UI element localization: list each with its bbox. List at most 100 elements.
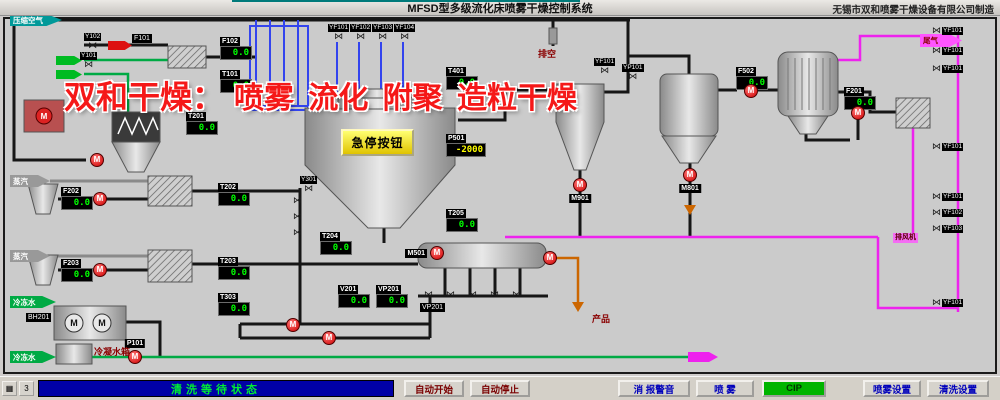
instrument-tag: VP201 (376, 285, 402, 294)
valve-icon[interactable]: ⋈ (446, 290, 455, 299)
instrument-tag: T303 (218, 293, 238, 302)
motor-icon[interactable]: M (286, 318, 300, 332)
motor-icon[interactable]: M (90, 153, 104, 167)
page-counter-button[interactable]: 3 (19, 381, 34, 396)
air-filter-1 (27, 183, 59, 215)
valve-yf103[interactable]: ⋈YF103 (932, 223, 964, 233)
valve-glyph-icon: ⋈ (446, 289, 455, 299)
spray-button[interactable]: 喷 雾 (696, 380, 754, 397)
valve-icon[interactable]: ⋈ (293, 212, 302, 221)
title-bar: MFSD型多级流化床喷雾干燥控制系统 无锡市双和喷雾干燥设备有限公司制造 (0, 0, 1000, 16)
chiller-motor-icons: M M (64, 313, 112, 333)
valve-glyph-icon: ⋈ (293, 211, 302, 221)
dehumidifier-motor-letter: M (41, 112, 48, 121)
cip-button[interactable]: CIP (762, 380, 826, 397)
valve-yf101[interactable]: ⋈YF101 (932, 26, 964, 35)
valve-label: YF103 (372, 24, 394, 32)
flow-arrow: 压缩空气 (10, 14, 62, 26)
spray-settings-button[interactable]: 喷雾设置 (863, 380, 921, 397)
flow-arrow: 蒸汽 (10, 175, 50, 187)
instrument-tag: T205 (446, 209, 466, 218)
valve-label: YF104 (394, 24, 416, 32)
valve-glyph-icon: ⋈ (293, 227, 302, 237)
instrument-value: 0.0 (320, 241, 352, 255)
valve-icon[interactable]: ⋈ (424, 290, 433, 299)
motor-icon[interactable]: M (93, 192, 107, 206)
valve-yf101[interactable]: ⋈YF101 (932, 142, 964, 151)
emergency-stop-button[interactable]: 急停按钮 (341, 129, 414, 156)
valve-yf103[interactable]: YF103⋈ (372, 24, 394, 41)
valve-yp101[interactable]: YP101⋈ (622, 64, 644, 81)
flow-arrow: 蒸汽 (10, 250, 50, 262)
flow-arrow (56, 70, 82, 79)
motor-icon[interactable]: M (543, 251, 557, 265)
valve-y301[interactable]: Y301⋈ (300, 176, 318, 193)
valve-yf102[interactable]: ⋈YF102 (932, 207, 964, 217)
valve-glyph-icon: ⋈ (932, 207, 941, 217)
valve-glyph-icon: ⋈ (932, 223, 941, 233)
valve-y101[interactable]: Y101⋈ (80, 52, 98, 69)
mute-alarm-button[interactable]: 消 报警音 (618, 380, 690, 397)
instrument-tag: F201 (844, 87, 864, 96)
valve-label: YF101 (594, 58, 616, 66)
instrument-tag: F502 (736, 67, 756, 76)
auto-start-button[interactable]: 自动开始 (404, 380, 464, 397)
valve-icon[interactable]: ⋈ (512, 290, 521, 299)
instrument-value: -2000 (446, 143, 486, 157)
valve-yf101[interactable]: ⋈YF101 (932, 192, 964, 201)
window-icon-button[interactable]: ▦ (2, 381, 17, 396)
instrument-tag: T202 (218, 183, 238, 192)
motor-icon[interactable]: M (744, 84, 758, 98)
bag-filter (895, 97, 931, 129)
valve-y102[interactable]: Y102⋈ (84, 33, 102, 50)
instrument-value: 0.0 (376, 294, 408, 308)
instrument-value: 0.0 (338, 294, 370, 308)
valve-yf102[interactable]: YF102⋈ (350, 24, 372, 41)
valve-label: Y101 (80, 52, 98, 60)
auto-stop-button[interactable]: 自动停止 (470, 380, 530, 397)
valve-glyph-icon: ⋈ (490, 289, 499, 299)
valve-yf101[interactable]: YF101⋈ (594, 58, 616, 75)
valve-icon[interactable]: ⋈ (293, 196, 302, 205)
motor-label: M901 (569, 194, 591, 203)
valve-glyph-icon: ⋈ (304, 183, 314, 193)
valve-glyph-icon: ⋈ (932, 297, 941, 307)
heat-exchanger-3 (147, 249, 193, 283)
flow-arrow (56, 56, 82, 65)
motor-icon[interactable]: M (851, 106, 865, 120)
valve-yf101[interactable]: ⋈YF101 (932, 45, 964, 55)
motor-icon[interactable]: M (322, 331, 336, 345)
chamber-inlet (357, 88, 397, 99)
valve-glyph-icon: ⋈ (932, 45, 941, 55)
valve-yf101[interactable]: ⋈YF101 (932, 64, 964, 73)
valve-label: Y301 (300, 176, 318, 184)
instrument-tag: T204 (320, 232, 340, 241)
instrument-value: 0.0 (220, 79, 252, 93)
valve-icon[interactable]: ⋈ (468, 290, 477, 299)
instrument-tag: T401 (446, 67, 466, 76)
valve-label: YF102 (350, 24, 372, 32)
valve-icon[interactable]: ⋈ (490, 290, 499, 299)
valve-yf101[interactable]: ⋈YF101 (932, 297, 964, 307)
instrument-value: 0.0 (218, 302, 250, 316)
motor-icon[interactable]: M (93, 263, 107, 277)
discharge-arrow-icon (684, 205, 696, 215)
valve-yf101[interactable]: YF101⋈ (328, 24, 350, 41)
instrument-value: 0.0 (61, 196, 93, 210)
electric-heater (111, 111, 161, 143)
tower-tubes (787, 58, 831, 110)
valve-yf104[interactable]: YF104⋈ (394, 24, 416, 41)
svg-text:M: M (70, 318, 78, 328)
valve-icon[interactable]: ⋈ (293, 228, 302, 237)
clean-settings-button[interactable]: 清洗设置 (927, 380, 989, 397)
instrument-tag: T203 (218, 257, 238, 266)
instrument-tag: F102 (220, 37, 240, 46)
